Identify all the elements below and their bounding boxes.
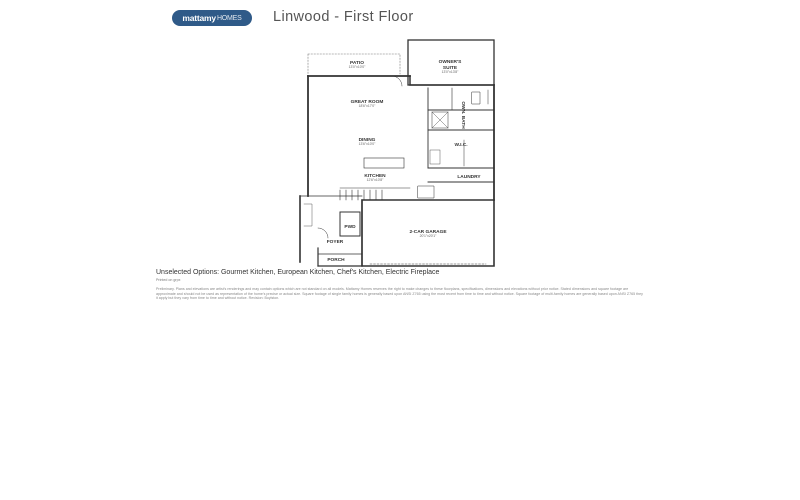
great-room-label: GREAT ROOM bbox=[351, 99, 384, 105]
printed-note: Printed on grpx bbox=[156, 278, 181, 282]
laundry-label: LAUNDRY bbox=[457, 174, 481, 180]
porch-label: PORCH bbox=[327, 257, 345, 263]
interior-walls bbox=[427, 87, 495, 183]
patio-area bbox=[307, 53, 401, 75]
garage-dims: 20'1"x20'1" bbox=[420, 234, 438, 238]
owners-suite-label-1: OWNER'S bbox=[439, 59, 463, 65]
wic-label: W.I.C. bbox=[454, 142, 467, 148]
foyer-walls bbox=[299, 195, 363, 267]
kitchen-fixtures bbox=[339, 157, 435, 201]
main-walls bbox=[307, 75, 495, 201]
kitchen-dims: 12'6"x10'8" bbox=[367, 178, 385, 182]
page-title: Linwood - First Floor bbox=[273, 9, 414, 25]
owners-suite-dims: 13'0"x13'8" bbox=[442, 70, 460, 74]
disclaimer-text: Preliminary. Plans and elevations are ar… bbox=[156, 287, 643, 301]
pwd-label: PWD bbox=[344, 224, 356, 230]
dining-dims: 13'6"x10'0" bbox=[359, 142, 377, 146]
logo-brand: mattamy bbox=[182, 13, 216, 23]
logo-suffix: HOMES bbox=[216, 14, 242, 22]
garage-walls bbox=[361, 199, 495, 267]
patio-label: PATIO bbox=[350, 60, 364, 66]
owners-suite-label-2: SUITE bbox=[443, 65, 458, 71]
own-bath-label: OWN. BATH bbox=[460, 101, 466, 129]
garage-label: 2-CAR GARAGE bbox=[409, 229, 447, 235]
owners-suite-walls bbox=[407, 39, 495, 86]
unselected-options-text: Unselected Options: Gourmet Kitchen, Eur… bbox=[156, 269, 440, 276]
great-room-dims: 18'6"x17'0" bbox=[359, 104, 377, 108]
dining-label: DINING bbox=[359, 137, 376, 143]
kitchen-label: KITCHEN bbox=[364, 173, 386, 179]
foyer-label: FOYER bbox=[327, 239, 344, 245]
patio-dims: 13'0"x10'0" bbox=[349, 65, 367, 69]
